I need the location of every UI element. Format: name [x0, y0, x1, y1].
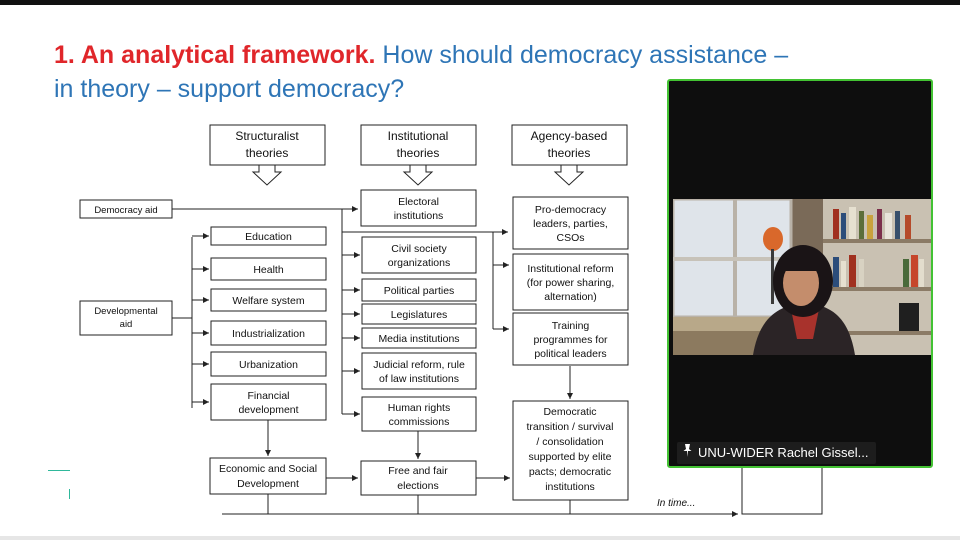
structural-item-label: development — [238, 404, 298, 416]
free-fair-elections-line1: Free and fair — [388, 465, 448, 477]
institutional-item-label: Electoral — [398, 196, 439, 208]
institutional-item-box: Political parties — [361, 278, 477, 302]
democracy-aid-label: Democracy aid — [94, 205, 157, 216]
democracy-aid-box: Democracy aid — [79, 199, 173, 219]
institutional-item-label: Civil society — [391, 243, 447, 255]
structural-item-box: Urbanization — [210, 351, 327, 377]
transition-line1: Democratic — [543, 406, 596, 418]
agency-column: Pro-democracy leaders, parties, CSOsInstit… — [512, 196, 629, 366]
institutional-item-label: Judicial reform, rule — [373, 359, 465, 371]
bottom-bar — [0, 536, 960, 540]
institutional-item-label: Political parties — [384, 285, 455, 297]
participant-name: UNU-WIDER Rachel Gissel... — [698, 445, 869, 460]
institutional-item-label: organizations — [388, 257, 450, 269]
institutional-item-label: Media institutions — [378, 333, 459, 345]
slide-title-rest: How should democracy assistance – — [375, 41, 789, 69]
slide-title: 1. An analytical framework. How should d… — [54, 38, 914, 106]
institutional-item-box: Human rights commissions — [361, 396, 477, 432]
institutional-item-label: institutions — [394, 210, 444, 222]
header-agency-line2: theories — [548, 146, 591, 160]
structural-item-label: Urbanization — [239, 359, 298, 371]
pin-icon[interactable] — [683, 442, 692, 464]
structural-item-box: Education — [210, 226, 327, 246]
developmental-aid-line1: Developmental — [94, 306, 157, 317]
header-institutional-line2: theories — [397, 146, 440, 160]
slide-decoration-tick — [69, 489, 70, 499]
header-structuralist-line1: Structuralist — [235, 129, 299, 143]
structural-item-box: Health — [210, 257, 327, 281]
agency-item-label: Training — [552, 320, 590, 332]
header-institutional-arrow — [402, 165, 434, 186]
transition-line5: pacts; democratic — [529, 466, 611, 478]
agency-item-label: alternation) — [544, 291, 597, 303]
democratic-transition-box: Democratic transition / survival / conso… — [512, 400, 629, 501]
slide-decoration — [48, 470, 70, 471]
time-end-bracket — [741, 468, 823, 515]
transition-line3: / consolidation — [536, 436, 603, 448]
participant-video — [673, 199, 931, 355]
structural-item-box: Financial development — [210, 383, 327, 421]
agency-item-label: CSOs — [556, 232, 584, 244]
developmental-aid-box: Developmental aid — [79, 300, 173, 336]
institutional-item-box: Media institutions — [361, 327, 477, 349]
agency-item-label: programmes for — [533, 334, 608, 346]
agency-item-label: (for power sharing, — [527, 277, 615, 289]
structural-item-label: Industrialization — [232, 328, 305, 340]
institutional-item-label: of law institutions — [379, 373, 459, 385]
header-structuralist-arrow — [251, 165, 283, 186]
structural-item-box: Welfare system — [210, 288, 327, 312]
free-fair-elections-line2: elections — [397, 480, 438, 492]
transition-line4: supported by elite — [529, 451, 612, 463]
video-tile[interactable]: UNU-WIDER Rachel Gissel... — [667, 79, 933, 468]
agency-item-box: Institutional reform (for power sharing, a… — [512, 253, 629, 311]
slide-title-line2: in theory – support democracy? — [54, 75, 405, 103]
institutional-item-label: commissions — [389, 416, 450, 428]
agency-item-label: leaders, parties, — [533, 218, 608, 230]
top-bar — [0, 0, 960, 5]
structural-item-label: Education — [245, 231, 292, 243]
developmental-aid-line2: aid — [120, 319, 133, 330]
participant-name-tag: UNU-WIDER Rachel Gissel... — [677, 442, 877, 464]
structural-item-box: Industrialization — [210, 320, 327, 346]
institutional-item-box: Civil society organizations — [361, 236, 477, 274]
transition-line2: transition / survival — [527, 421, 614, 433]
free-fair-elections-box: Free and fair elections — [360, 460, 477, 496]
economic-development-box: Economic and Social Development — [209, 457, 327, 495]
header-institutional-line1: Institutional — [388, 129, 449, 143]
header-agency: Agency-based theories — [511, 124, 628, 186]
institutional-item-box: Legislatures — [361, 303, 477, 325]
economic-development-line2: Development — [237, 478, 299, 490]
video-frame-image — [673, 199, 931, 355]
header-institutional: Institutional theories — [360, 124, 477, 186]
agency-item-label: political leaders — [534, 348, 606, 360]
institutional-item-box: Judicial reform, rule of law institutions — [361, 352, 477, 390]
header-agency-line1: Agency-based — [531, 129, 608, 143]
structural-item-label: Health — [253, 264, 284, 276]
header-agency-arrow — [553, 165, 585, 186]
time-label: In time... — [657, 498, 695, 509]
agency-item-label: Pro-democracy — [535, 204, 607, 216]
institutional-item-label: Legislatures — [391, 309, 448, 321]
structural-item-label: Welfare system — [232, 295, 304, 307]
institutional-item-box: Electoral institutions — [360, 189, 477, 227]
transition-line6: institutions — [545, 481, 595, 493]
agency-item-label: Institutional reform — [527, 263, 614, 275]
agency-item-box: Training programmes for political leaders — [512, 312, 629, 366]
header-structuralist-line2: theories — [246, 146, 289, 160]
economic-development-line1: Economic and Social — [219, 463, 317, 475]
institutional-item-label: Human rights — [388, 402, 450, 414]
agency-item-box: Pro-democracy leaders, parties, CSOs — [512, 196, 629, 250]
structural-item-label: Financial — [247, 390, 289, 402]
slide-title-strong: 1. An analytical framework. — [54, 41, 376, 69]
header-structuralist: Structuralist theories — [209, 124, 326, 186]
